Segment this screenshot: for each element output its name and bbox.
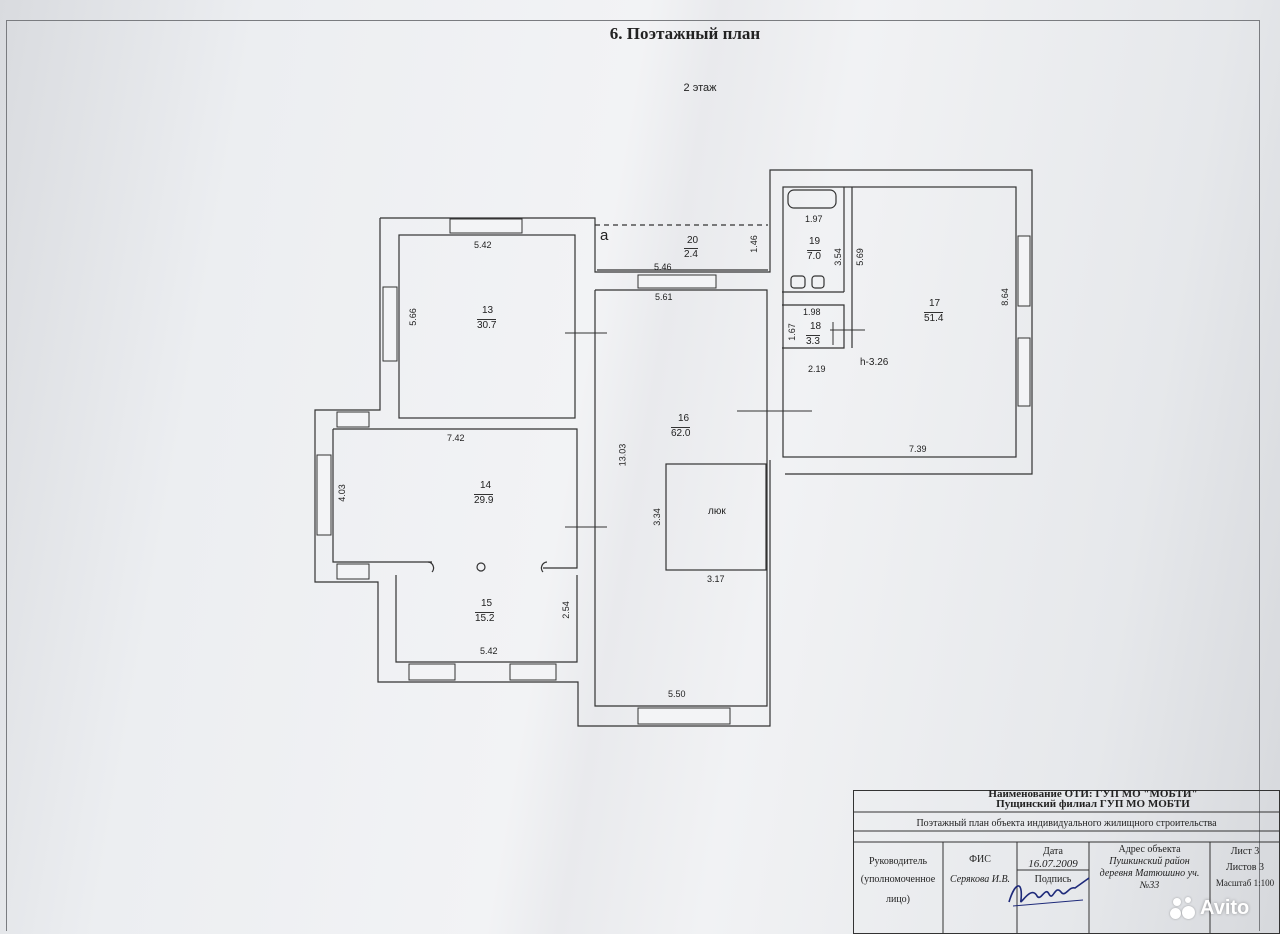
room-18-dim-width: 1.98	[803, 307, 821, 317]
room-17-dim-width: 7.39	[909, 444, 927, 454]
date-value: 16.07.2009	[1028, 858, 1078, 870]
org-line-2: Пущинский филиал ГУП МО МОБТИ	[996, 798, 1190, 810]
room-13-dim-width: 5.42	[474, 240, 492, 250]
hatch-label: люк	[708, 506, 726, 517]
role-line-2: (уполномоченное	[860, 874, 936, 885]
sheet-count: Листов 3	[1225, 862, 1265, 873]
address-line-2: деревня Матюшино уч.	[1099, 868, 1200, 879]
address-header: Адрес объекта	[1118, 844, 1181, 855]
room-16-id: 16	[678, 413, 690, 424]
avito-logo-icon	[1170, 896, 1195, 920]
role-line-1: Руководитель	[868, 856, 928, 867]
room-15-dim-width: 5.42	[480, 646, 498, 656]
room-19-id: 19	[809, 236, 821, 247]
room-19-dim-b: 5.69	[854, 248, 865, 266]
sheet-number: Лист 3	[1230, 846, 1260, 857]
room-18-dim-bottom: 2.19	[808, 364, 826, 374]
avito-watermark-text: Avito	[1200, 896, 1250, 919]
room-17-area: 51.4	[924, 312, 944, 324]
avito-watermark: Avito	[1170, 896, 1249, 920]
page-title: 6. Поэтажный план	[609, 24, 761, 43]
room-19-dim-width: 1.97	[805, 214, 823, 224]
room-15-dim-height: 2.54	[560, 601, 571, 619]
room-20-dim-width: 5.46	[654, 262, 672, 272]
room-16-dim-length: 13.03	[617, 443, 628, 467]
room-14-id: 14	[480, 480, 492, 491]
address-line-3: №33	[1139, 880, 1160, 891]
drawing-frame	[6, 20, 1260, 931]
title-block: Наименование ОТИ: ГУП МО "МОБТИ" Пущинск…	[853, 788, 1280, 934]
object-subject: Поэтажный план объекта индивидуального ж…	[916, 818, 1217, 829]
floor-label: 2 этаж	[683, 82, 717, 94]
hatch-dim-width: 3.17	[707, 574, 725, 584]
room-18-id: 18	[810, 321, 822, 332]
address-line-1: Пушкинский район	[1109, 856, 1190, 867]
room-14-area: 29.9	[474, 494, 494, 506]
fio-value: Серякова И.В.	[949, 874, 1011, 885]
room-16-area: 62.0	[671, 427, 691, 439]
org-line-1: Наименование ОТИ: ГУП МО "МОБТИ"	[988, 788, 1198, 800]
room-20-area: 2.4	[684, 248, 698, 260]
room-17-dim-height: 8.64	[999, 288, 1010, 306]
signature-scribble	[1008, 877, 1090, 907]
role-line-3: лицо)	[885, 894, 911, 905]
fio-header: ФИС	[969, 854, 991, 865]
room-18-dim-height: 1.67	[786, 323, 797, 341]
room-19-dim-a: 3.54	[832, 248, 843, 266]
room-15-area: 15.2	[475, 612, 495, 624]
scale: Масштаб 1:100	[1215, 878, 1275, 888]
room-14-dim-height: 4.03	[336, 484, 347, 502]
room-13-dim-height: 5.66	[407, 308, 418, 326]
room-16-dim-bottom: 5.50	[668, 689, 686, 699]
room-16-dim-top: 5.61	[655, 292, 673, 302]
balcony-letter: а	[600, 227, 609, 244]
room-17-id: 17	[929, 298, 941, 309]
date-header: Дата	[1043, 846, 1063, 857]
room-19-area: 7.0	[807, 250, 821, 262]
room-20-id: 20	[687, 235, 699, 246]
room-20-dim-height: 1.46	[748, 235, 759, 253]
signature-header: Подпись	[1034, 874, 1072, 885]
room-15-id: 15	[481, 598, 493, 609]
room-18-area: 3.3	[806, 335, 820, 347]
room-14-dim-width: 7.42	[447, 433, 465, 443]
hatch-dim-height: 3.34	[651, 508, 662, 526]
room-13-area: 30.7	[477, 319, 497, 331]
room-13-id: 13	[482, 305, 494, 316]
room-17-ceiling-height: h-3.26	[860, 357, 889, 368]
